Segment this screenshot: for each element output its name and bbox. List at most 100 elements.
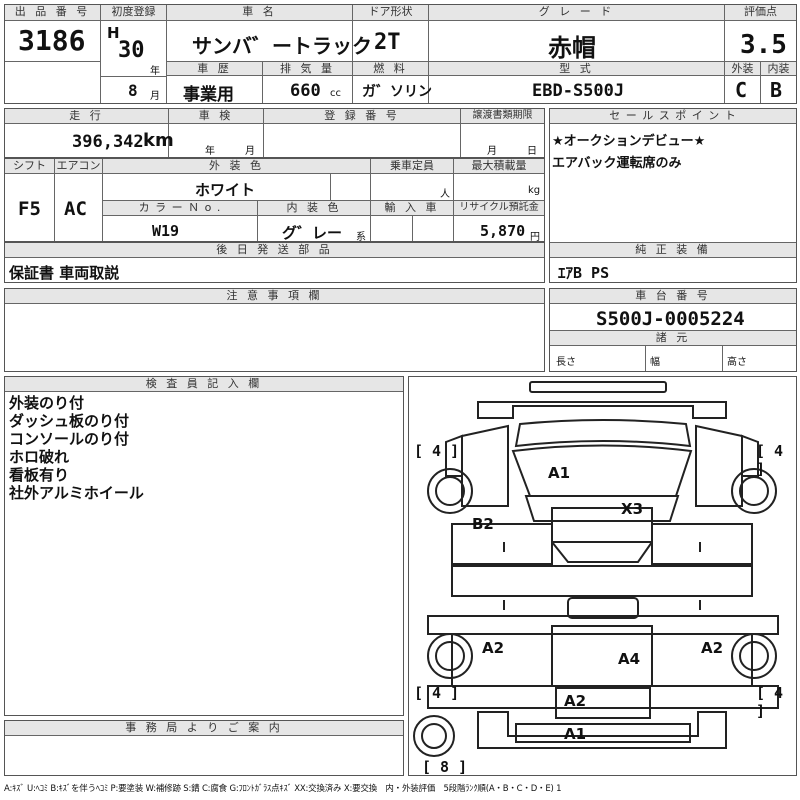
inspection-month-suffix: 月 [245, 146, 255, 157]
interior-color-suffix: 系 [356, 232, 366, 243]
displacement: 660 [290, 81, 321, 101]
damage-mark-left-rear: A2 [482, 639, 505, 657]
equipment: ｴｱB PS [558, 264, 610, 282]
history-label: 車 歴 [167, 62, 262, 76]
mileage: 396,342 [72, 132, 144, 152]
legend: A:ｷｽﾞ U:ﾍｺﾐ B:ｷｽﾞを伴うﾍｺﾐ P:要塗装 W:補修跡 S:錆 … [4, 784, 562, 794]
height-label: 高さ [727, 357, 747, 368]
header-block [4, 4, 797, 104]
car-name-label: 車 名 [167, 5, 352, 21]
chassis-number: S500J-0005224 [596, 308, 745, 330]
damage-mark-tail: A2 [564, 692, 587, 710]
caution-label: 注 意 事 項 欄 [5, 289, 544, 304]
spec-block [4, 158, 545, 242]
reg-no-label: 登 録 番 号 [264, 109, 460, 124]
import-label: 輸 入 車 [371, 201, 453, 216]
exterior-grade: C [735, 78, 748, 102]
interior-label: 内装 [761, 62, 796, 76]
tire-rear-right: [ 4 ] [756, 684, 784, 720]
capacity-label: 乗車定員 [371, 159, 453, 174]
grade: 赤帽 [548, 34, 596, 62]
later-parts-label: 後 日 発 送 部 品 [5, 243, 544, 258]
displacement-unit: cc [330, 88, 341, 99]
damage-mark-bed: A4 [618, 650, 641, 668]
transfer-day-suffix: 日 [527, 146, 537, 157]
door-type: 2T [374, 30, 401, 55]
tire-rear-left: [ 4 ] [414, 684, 460, 702]
shift: F5 [18, 198, 41, 220]
grade-label: グ レ ー ド [429, 5, 724, 21]
shift-label: シフト [5, 159, 54, 174]
inspector-label: 検 査 員 記 入 欄 [5, 377, 403, 392]
inspector-note-5: 看板有り [9, 466, 70, 484]
inspector-note-6: 社外アルミホイール [9, 484, 144, 502]
recycle-unit: 円 [530, 232, 540, 243]
damage-mark-rear-bumper: A1 [564, 725, 587, 743]
office-block [4, 720, 404, 776]
damage-mark-right-door: X3 [621, 500, 644, 518]
damage-mark-right-rear: A2 [701, 639, 724, 657]
damage-mark-hood: A1 [548, 464, 571, 482]
car-name: サンバ゛ートラック [192, 34, 372, 58]
interior-color-label: 内 装 色 [258, 201, 370, 216]
history: 事業用 [183, 85, 234, 105]
tire-front-left: [ 4 ] [414, 442, 460, 460]
max-load-label: 最大積載量 [454, 159, 544, 174]
inspector-block [4, 376, 404, 716]
score-label: 評価点 [725, 5, 796, 21]
color-no-label: カ ラ ー Ｎ o . [103, 201, 257, 216]
interior-color: グ゛レー [282, 224, 343, 242]
sales-point-1: ★オークションデビュー★ [552, 134, 706, 149]
inspector-note-3: コンソールのり付 [9, 430, 130, 448]
inspection-label: 車 検 [169, 109, 263, 124]
mileage-unit: km [143, 130, 174, 151]
inspector-note-2: ダッシュ板のり付 [9, 412, 130, 430]
transfer-label: 譲渡書類期限 [461, 109, 544, 124]
exterior-color: ホワイト [195, 181, 256, 199]
inspector-note-4: ホロ破れ [9, 448, 70, 466]
score: 3.5 [740, 30, 787, 60]
recycle-label: リサイクル預託金 [454, 201, 544, 216]
inspection-year-suffix: 年 [205, 146, 215, 157]
transfer-month-suffix: 月 [487, 146, 497, 157]
chassis-block [549, 288, 797, 372]
damage-diagram-block [408, 376, 797, 776]
fuel: ガ゛ソリン [362, 84, 432, 100]
mileage-block [4, 108, 545, 158]
model-label: 型 式 [429, 62, 724, 76]
mileage-label: 走 行 [5, 109, 168, 124]
color-no: W19 [152, 222, 180, 240]
month-suffix: 月 [150, 91, 160, 102]
later-parts-block [4, 242, 545, 283]
ac-label: エアコン [55, 159, 102, 174]
model: EBD-S500J [532, 81, 625, 101]
tire-spare: [ 8 ] [422, 758, 468, 776]
sales-point-block [549, 108, 797, 283]
exterior-color-label: 外 装 色 [103, 159, 370, 174]
inspector-note-1: 外装のり付 [9, 394, 85, 412]
capacity-unit: 人 [440, 189, 450, 200]
reg-year: 30 [118, 38, 145, 63]
lot-number: 3186 [18, 24, 86, 57]
interior-grade: B [770, 78, 783, 102]
sales-point-2: エアバック運転席のみ [552, 156, 682, 171]
tire-front-right: [ 4 ] [756, 442, 784, 478]
reg-month: 8 [128, 81, 138, 100]
specs-label: 諸 元 [550, 331, 796, 346]
ac: AC [64, 198, 87, 220]
chassis-label: 車 台 番 号 [550, 289, 796, 304]
length-label: 長さ [556, 357, 576, 368]
max-load-unit: kg [528, 185, 541, 196]
equipment-label: 純 正 装 備 [550, 243, 796, 258]
office-label: 事 務 局 よ り ご 案 内 [5, 721, 403, 736]
door-label: ドア形状 [353, 5, 428, 21]
recycle: 5,870 [480, 222, 526, 240]
year-suffix: 年 [150, 66, 160, 77]
lot-number-label: 出 品 番 号 [5, 5, 100, 21]
displacement-label: 排 気 量 [263, 62, 352, 76]
damage-mark-left-door: B2 [472, 515, 494, 533]
width-label: 幅 [650, 357, 660, 368]
exterior-label: 外装 [725, 62, 760, 76]
caution-block [4, 288, 545, 372]
first-reg-label: 初度登録 [101, 5, 166, 21]
